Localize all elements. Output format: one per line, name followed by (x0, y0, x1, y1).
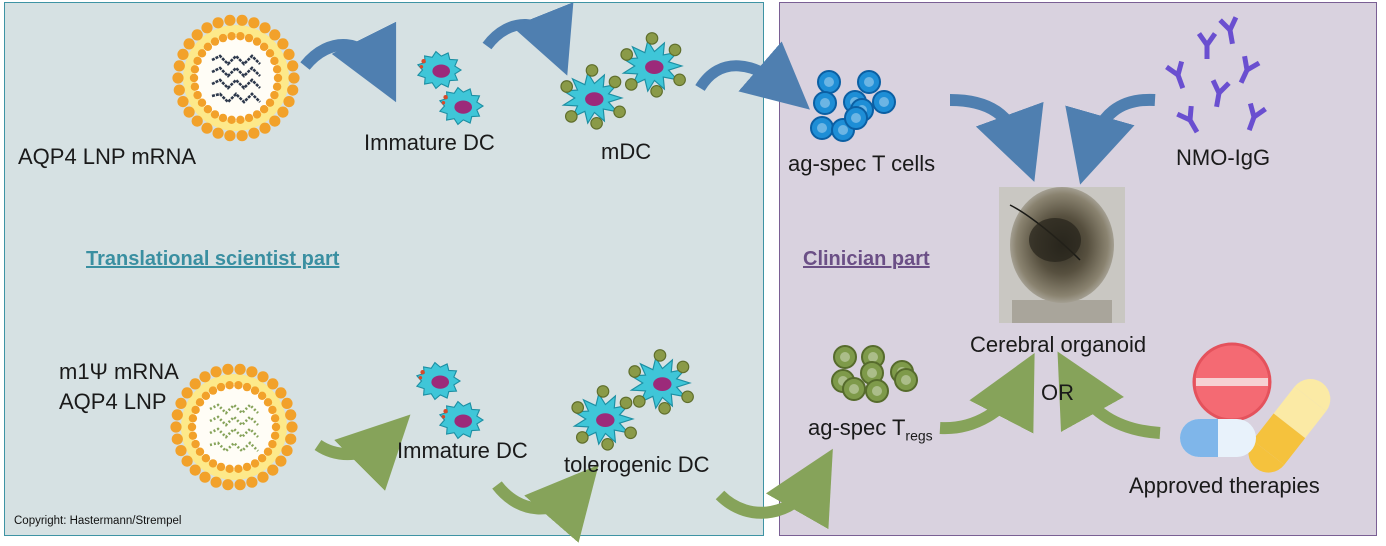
cerebral-organoid-label: Cerebral organoid (970, 332, 1147, 357)
tregs-label-main: ag-spec T (808, 415, 906, 440)
ag-spec-t-cells-label: ag-spec T cells (788, 151, 936, 176)
arrow-immature-to-tolerogenic-dc (492, 464, 599, 543)
mature-dc-icon (560, 32, 686, 130)
m1psi-mrna-label: m1Ψ mRNA (59, 359, 179, 384)
tregs-icon (831, 345, 918, 403)
immature-dc-top-icon (416, 50, 485, 126)
lnp-top-icon (172, 14, 300, 142)
arrow-lnp-to-immature-dc (300, 21, 397, 103)
approved-therapies-label: Approved therapies (1129, 473, 1320, 498)
clinician-part-title: Clinician part (803, 248, 930, 270)
arrow-immature-to-mdc (482, 2, 574, 76)
approved-therapies-pills-icon (1180, 342, 1331, 473)
tolerogenic-dc-icon (571, 349, 694, 451)
arrows (300, 2, 1161, 543)
arrow-t-cells-to-organoid (949, 94, 1044, 182)
immature-dc-bottom-icon (415, 361, 485, 440)
aqp4-lnp-mrna-label: AQP4 LNP mRNA (18, 144, 197, 169)
tregs-label-sub: regs (905, 427, 933, 444)
cerebral-organoid-image (999, 187, 1125, 323)
mdc-label: mDC (601, 139, 652, 164)
arrow-nmo-igg-to-organoid (1065, 93, 1156, 185)
aqp4-lnp-label: AQP4 LNP (59, 389, 167, 414)
or-label: OR (1041, 380, 1074, 405)
arrow-therapies-to-organoid (1057, 351, 1161, 439)
arrow-tregs-to-organoid (939, 353, 1035, 435)
ag-spec-tregs-label: ag-spec Tregs (808, 415, 933, 443)
arrow-lnp-to-immature-dc-bottom (314, 414, 411, 491)
arrow-tolerogenic-dc-to-tregs (715, 448, 833, 530)
copyright-text: Copyright: Hastermann/Strempel (14, 515, 182, 527)
lnp-bottom-icon (170, 363, 298, 491)
nmo-igg-antibodies-icon (1165, 16, 1267, 134)
t-cells-icon (810, 70, 896, 142)
translational-scientist-title: Translational scientist part (86, 248, 340, 270)
nmo-igg-label: NMO-IgG (1176, 145, 1271, 170)
immature-dc-bottom-label: Immature DC (397, 438, 528, 463)
arrow-mdc-to-t-cells (695, 41, 810, 110)
tolerogenic-dc-label: tolerogenic DC (564, 452, 710, 477)
immature-dc-top-label: Immature DC (364, 130, 495, 155)
